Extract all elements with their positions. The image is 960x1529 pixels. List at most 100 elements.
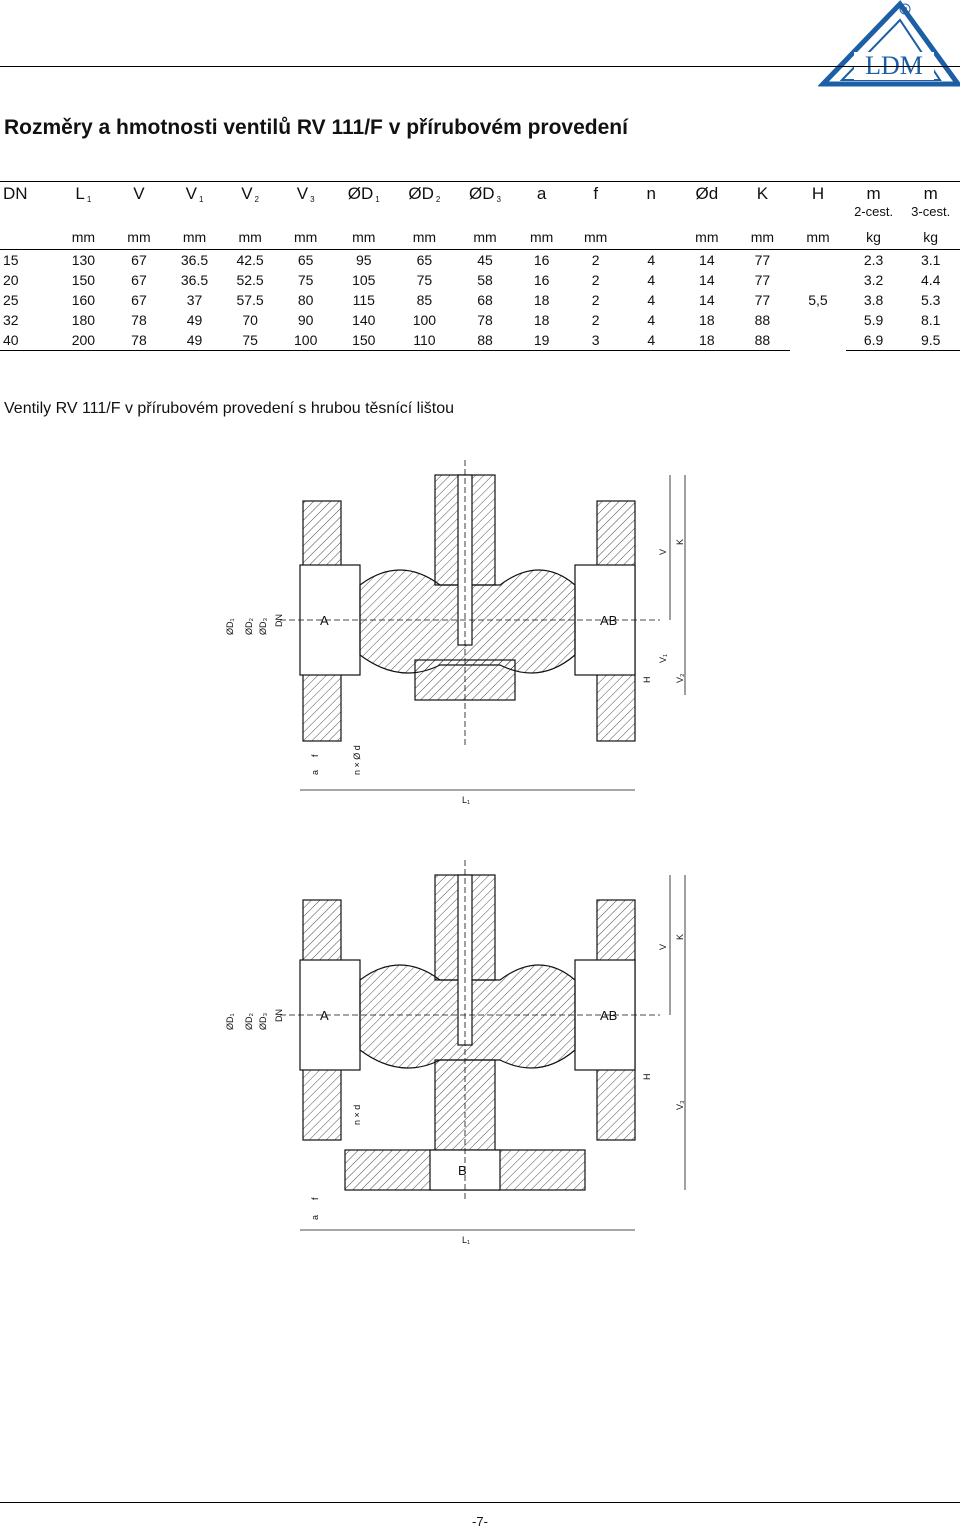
table-cell: 57.5 bbox=[236, 292, 264, 308]
top-rule bbox=[0, 66, 960, 67]
table-cell: 2 bbox=[591, 292, 600, 308]
table-cell: 70 bbox=[242, 312, 258, 328]
dim-l1-label: L₁ bbox=[462, 1235, 470, 1245]
unit-cell: mm bbox=[55, 226, 112, 250]
table-cell: 68 bbox=[477, 292, 493, 308]
dim-h-label: H bbox=[642, 1074, 652, 1081]
table-cell: 45 bbox=[477, 252, 493, 268]
port-a-label: A bbox=[320, 1008, 329, 1023]
table-cell: 88 bbox=[734, 330, 791, 351]
table-cell: 88 bbox=[754, 312, 771, 328]
table-cell: 75 bbox=[416, 272, 433, 288]
table-cell: 9.5 bbox=[901, 330, 960, 351]
table-cell: 110 bbox=[394, 330, 455, 351]
dim-nxd-label: n × d bbox=[352, 1105, 362, 1125]
dim-v-label: V bbox=[658, 549, 668, 555]
table-cell: 18 bbox=[699, 312, 715, 328]
dim-dn-label: DN bbox=[274, 1009, 284, 1022]
table-cell: 3.2 bbox=[863, 272, 884, 288]
table-cell: 115 bbox=[352, 292, 375, 308]
table-cell: 3 bbox=[567, 330, 624, 351]
table-cell: 16 bbox=[533, 272, 550, 288]
table-cell: 36.5 bbox=[180, 272, 209, 288]
dim-d3-label: ØD₃ bbox=[258, 618, 268, 636]
table-cell: 65 bbox=[297, 252, 314, 268]
table-cell: 88 bbox=[454, 330, 516, 351]
table-cell: 78 bbox=[131, 312, 147, 328]
table-cell: 85 bbox=[416, 292, 433, 308]
port-b-label: B bbox=[458, 1163, 467, 1178]
table-cell: 58 bbox=[477, 272, 493, 288]
logo-text: LDM bbox=[865, 51, 923, 80]
table-cell: 100 bbox=[412, 312, 437, 328]
table-cell: 78 bbox=[111, 330, 167, 351]
unit-cell bbox=[0, 226, 56, 250]
page-number: -7- bbox=[472, 1514, 488, 1529]
table-cell: 4 bbox=[647, 312, 656, 328]
dim-f-label: f bbox=[310, 1197, 320, 1200]
table-cell: 75 bbox=[297, 272, 314, 288]
table-cell: 67 bbox=[131, 252, 147, 268]
unit-cell: mm bbox=[277, 226, 334, 250]
table-cell: 32 bbox=[3, 312, 19, 328]
table-cell: 105 bbox=[352, 272, 376, 288]
dim-v1-label: V₁ bbox=[658, 654, 668, 663]
dim-a-label: a bbox=[310, 770, 320, 775]
logo-triangle bbox=[818, 0, 960, 87]
table-cell: 6.9 bbox=[845, 330, 902, 351]
dim-d3-label: ØD₃ bbox=[258, 1013, 268, 1031]
three-way-valve-drawing: A AB B L₁ ØD₁ ØD₂ ØD₃ DN V K V₃ H f a n … bbox=[225, 860, 686, 1245]
table-cell: 52.5 bbox=[236, 272, 264, 288]
dim-d1-label: ØD₁ bbox=[225, 618, 235, 635]
page-title: Rozměry a hmotnosti ventilů RV 111/F v p… bbox=[4, 116, 628, 139]
header-cell: f bbox=[593, 184, 599, 203]
table-cell: 5.3 bbox=[920, 292, 941, 308]
unit-cell: mm bbox=[222, 226, 278, 250]
dim-v3-label: V₃ bbox=[675, 1100, 685, 1110]
table-cell: 4 bbox=[647, 292, 656, 308]
table-cell: 2 bbox=[591, 312, 600, 328]
header-cell: H bbox=[811, 184, 825, 203]
table-cell: 78 bbox=[477, 312, 493, 328]
table-cell: 20 bbox=[3, 272, 19, 288]
dim-k-label: K bbox=[675, 934, 685, 940]
table-row: 40 200 78 49 75 100 150 110 88 19 3 4 18… bbox=[0, 330, 960, 351]
table-cell: 19 bbox=[515, 330, 568, 351]
table-cell: 3.1 bbox=[920, 252, 941, 268]
dim-dn-label: DN bbox=[274, 614, 284, 627]
dim-k-label: K bbox=[675, 539, 685, 545]
table-cell: 3.8 bbox=[863, 292, 884, 308]
table-cell: 95 bbox=[355, 252, 372, 268]
unit-cell: mm bbox=[679, 226, 735, 250]
table-cell: 16 bbox=[533, 252, 550, 268]
dim-d2-label: ØD₂ bbox=[244, 618, 254, 636]
table-cell: 150 bbox=[333, 330, 395, 351]
table-cell: 2.3 bbox=[863, 252, 884, 268]
bottom-rule bbox=[0, 1502, 960, 1503]
table-cell: 2 bbox=[591, 272, 600, 288]
dim-d1-label: ØD₁ bbox=[225, 1013, 235, 1030]
table-cell: 67 bbox=[131, 272, 147, 288]
table-cell: 5.9 bbox=[863, 312, 884, 328]
table-cell: 25 bbox=[3, 292, 19, 308]
table-cell: 49 bbox=[166, 330, 223, 351]
table-cell: 49 bbox=[186, 312, 203, 328]
table-row: 15 130 67 36.5 42.5 65 95 65 45 16 2 4 1… bbox=[0, 250, 960, 308]
table-cell: 150 bbox=[71, 272, 96, 288]
ldm-logo: LDM R bbox=[818, 0, 960, 87]
table-cell: 14 bbox=[699, 292, 715, 308]
unit-cell bbox=[623, 226, 680, 250]
table-cell: 77 bbox=[754, 252, 771, 268]
dim-a-label: a bbox=[310, 1215, 320, 1220]
unit-cell: mm bbox=[394, 226, 455, 250]
unit-cell: mm bbox=[333, 226, 395, 250]
